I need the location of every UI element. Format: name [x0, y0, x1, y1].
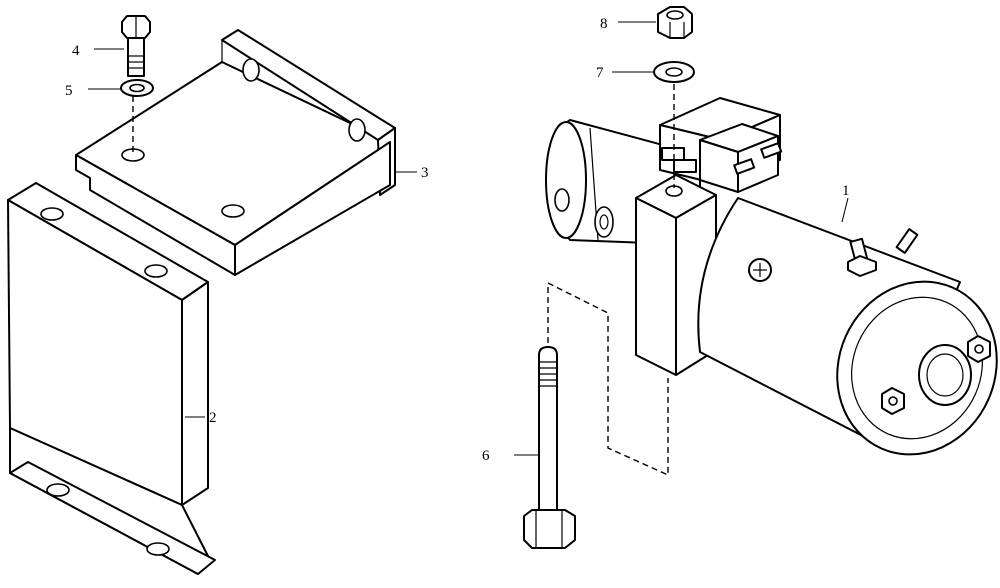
long-bolt-part-6 [523, 346, 576, 549]
bolt-part-4 [121, 15, 151, 77]
callout-1: 1 [842, 183, 850, 199]
callout-7: 7 [596, 65, 604, 81]
assembly-path-long-bolt [547, 281, 669, 477]
channel-bracket-part-3 [75, 29, 396, 276]
callout-4: 4 [72, 43, 80, 59]
washer-part-5 [120, 79, 154, 97]
motor-pump-part-1 [545, 97, 998, 456]
callout-6: 6 [482, 448, 490, 464]
callout-8: 8 [600, 16, 608, 32]
washer-part-7 [653, 61, 695, 83]
bracket-plate-part-2 [7, 182, 216, 575]
callout-5: 5 [65, 83, 73, 99]
callout-3: 3 [421, 165, 429, 181]
callout-2: 2 [209, 410, 217, 426]
nut-part-8 [657, 6, 693, 39]
leader-1 [841, 197, 849, 223]
